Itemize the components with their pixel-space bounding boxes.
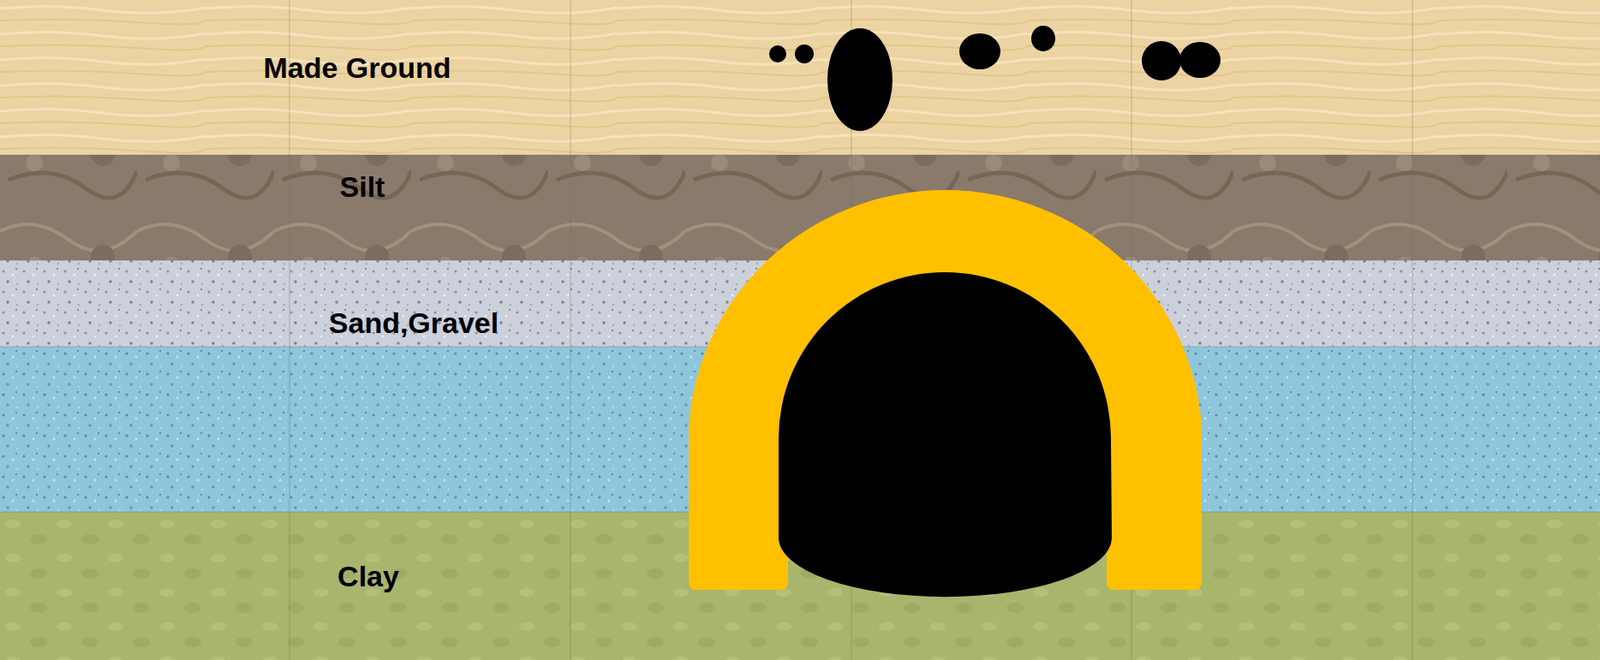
layer-label: Made Ground bbox=[262, 52, 451, 84]
soil-layer-band: Sand,Gravel bbox=[0, 260, 1600, 347]
soil-layer-band: Clay bbox=[0, 512, 1600, 660]
layer-label: Clay bbox=[337, 561, 400, 593]
soil-layer-band: Made Ground bbox=[0, 0, 1600, 156]
soil-layer-band: Silt bbox=[0, 155, 1600, 261]
layer-label: Silt bbox=[340, 171, 386, 203]
layer-label: Sand,Gravel bbox=[328, 307, 499, 340]
